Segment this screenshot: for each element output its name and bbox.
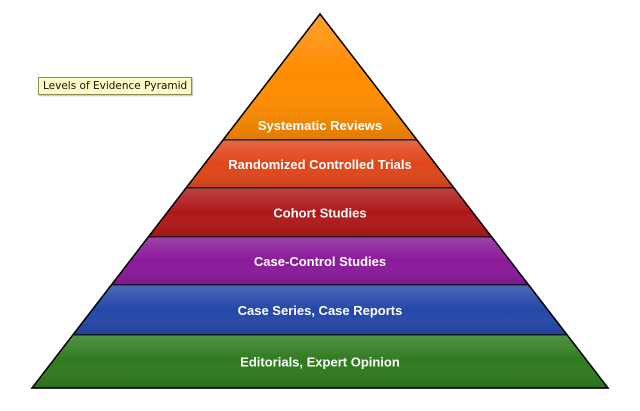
- pyramid-tier-shading-4: [111, 237, 529, 285]
- pyramid-tier-label: Randomized Controlled Trials: [228, 157, 411, 172]
- pyramid-tier-label: Case Series, Case Reports: [238, 303, 403, 318]
- pyramid-tier-shading-2: [186, 140, 454, 188]
- pyramid-tier-label: Case-Control Studies: [254, 254, 386, 269]
- pyramid-tier-shading-5: [72, 285, 568, 335]
- pyramid-tier-label: Editorials, Expert Opinion: [240, 355, 400, 370]
- pyramid-tier-label: Systematic Reviews: [258, 118, 382, 133]
- pyramid-tier-shading-6: [32, 335, 608, 388]
- tooltip: Levels of Evidence Pyramid: [38, 77, 193, 95]
- pyramid-tier-label: Cohort Studies: [273, 206, 366, 221]
- pyramid-tiers: [30, 13, 610, 389]
- pyramid-tier-shading-3: [148, 188, 492, 237]
- pyramid-tier-shading-1: [222, 14, 418, 140]
- pyramid-outline: [30, 12, 610, 389]
